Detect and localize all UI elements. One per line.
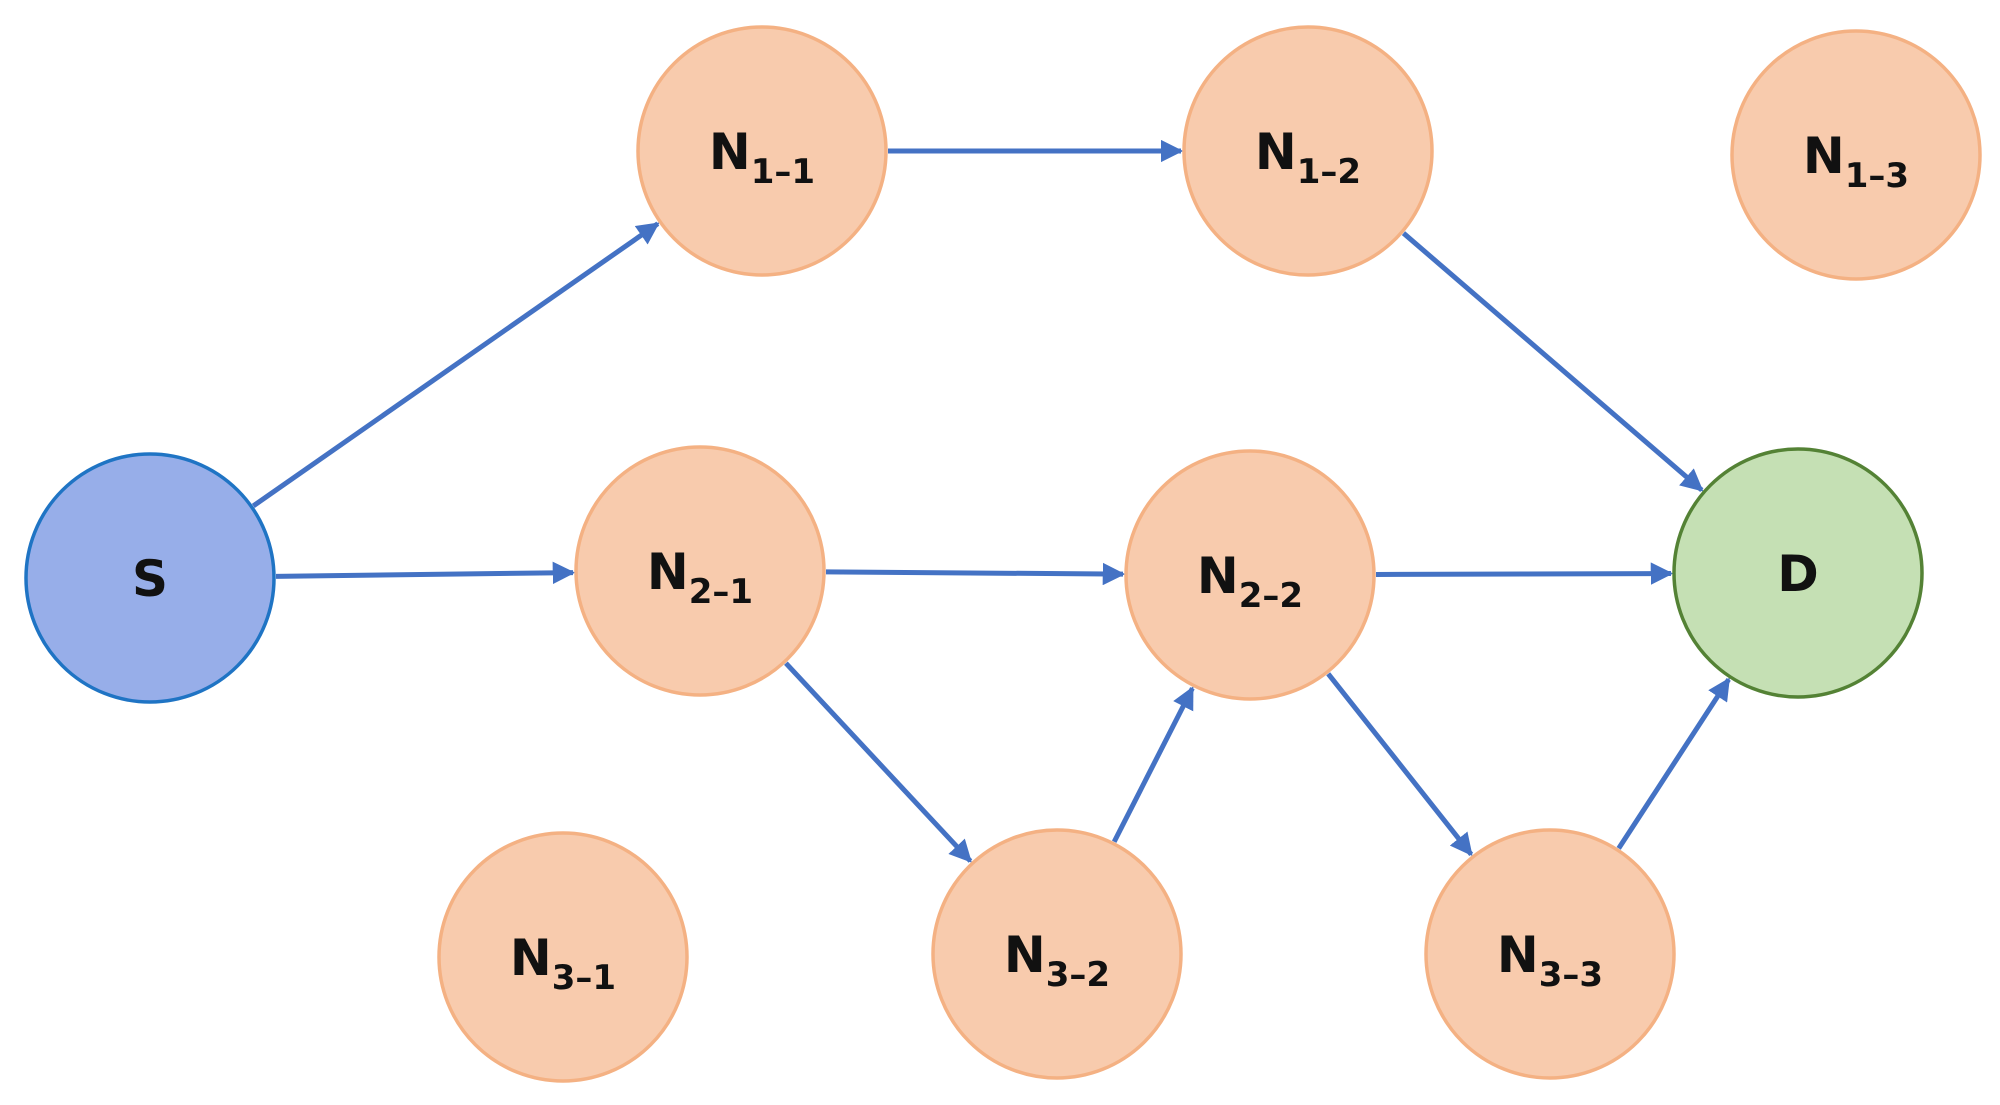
edges bbox=[251, 139, 1731, 863]
node-circle bbox=[1424, 828, 1676, 1080]
node-label: N2–2 bbox=[1197, 547, 1303, 616]
node-label-main: N bbox=[647, 543, 689, 601]
edge-n1-2-to-d bbox=[1401, 231, 1704, 492]
node-label-main: N bbox=[1004, 926, 1046, 984]
node-circle bbox=[636, 25, 888, 277]
node-s: S bbox=[24, 452, 276, 704]
node-label-main: S bbox=[132, 550, 168, 608]
node-label-subscript: 3–3 bbox=[1539, 955, 1603, 995]
node-n1-1: N1–1 bbox=[636, 25, 888, 277]
edge-n2-2-to-d bbox=[1375, 562, 1674, 585]
node-label-subscript: 2–1 bbox=[689, 572, 753, 612]
node-circle bbox=[1124, 449, 1376, 701]
edge-n2-1-to-n2-2 bbox=[825, 562, 1126, 586]
edge-n2-1-to-n3-2 bbox=[784, 661, 973, 863]
node-label-subscript: 1–2 bbox=[1297, 152, 1361, 192]
node-label-subscript: 3–1 bbox=[552, 958, 616, 998]
node-circle bbox=[574, 445, 826, 697]
node-label: N2–1 bbox=[647, 543, 753, 612]
edge-s-to-n1-1 bbox=[251, 221, 660, 508]
node-n3-3: N3–3 bbox=[1424, 828, 1676, 1080]
node-label-main: N bbox=[709, 123, 751, 181]
node-n1-3: N1–3 bbox=[1730, 29, 1982, 281]
node-label: D bbox=[1777, 545, 1819, 603]
node-circle bbox=[1182, 25, 1434, 277]
node-label-main: N bbox=[1197, 547, 1239, 605]
node-n3-1: N3–1 bbox=[437, 831, 689, 1083]
node-label: N1–3 bbox=[1803, 127, 1909, 196]
node-label-subscript: 1–3 bbox=[1845, 156, 1909, 196]
node-label: N3–2 bbox=[1004, 926, 1110, 995]
node-n2-1: N2–1 bbox=[574, 445, 826, 697]
node-n2-2: N2–2 bbox=[1124, 449, 1376, 701]
edge-n3-3-to-d bbox=[1616, 677, 1731, 850]
node-circle bbox=[1672, 447, 1924, 699]
node-circle bbox=[1730, 29, 1982, 281]
node-label-main: N bbox=[1255, 123, 1297, 181]
node-label-main: N bbox=[1803, 127, 1845, 185]
node-label-main: N bbox=[510, 929, 552, 987]
node-label-subscript: 3–2 bbox=[1046, 955, 1110, 995]
edge-s-to-n2-1 bbox=[275, 561, 576, 585]
node-circle bbox=[437, 831, 689, 1083]
node-label: N1–2 bbox=[1255, 123, 1361, 192]
node-label-main: N bbox=[1497, 926, 1539, 984]
node-circle bbox=[24, 452, 276, 704]
node-label: N3–1 bbox=[510, 929, 616, 998]
node-label-main: D bbox=[1777, 545, 1819, 603]
node-circle bbox=[931, 828, 1183, 1080]
edge-n2-2-to-n3-3 bbox=[1326, 672, 1474, 857]
node-label: N3–3 bbox=[1497, 926, 1603, 995]
node-label: S bbox=[132, 550, 168, 608]
node-d: D bbox=[1672, 447, 1924, 699]
node-label-subscript: 2–2 bbox=[1239, 576, 1303, 616]
node-label: N1–1 bbox=[709, 123, 815, 192]
node-n3-2: N3–2 bbox=[931, 828, 1183, 1080]
node-label-subscript: 1–1 bbox=[751, 152, 815, 192]
node-n1-2: N1–2 bbox=[1182, 25, 1434, 277]
edge-n3-2-to-n2-2 bbox=[1111, 686, 1195, 843]
